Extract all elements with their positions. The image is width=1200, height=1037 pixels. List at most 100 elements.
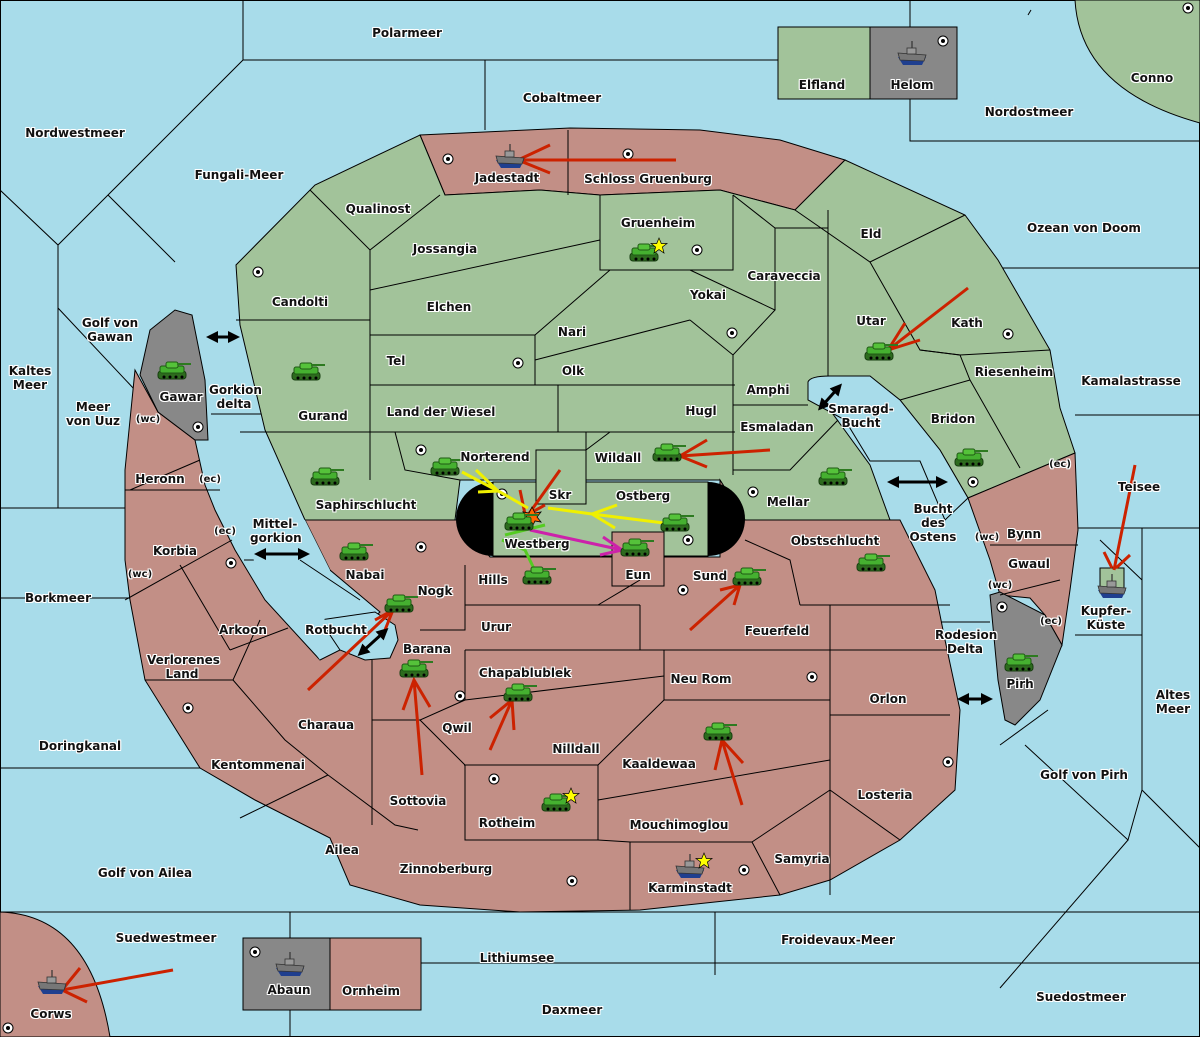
- territory-label[interactable]: Kupfer-Küste: [1080, 604, 1132, 632]
- territory-label[interactable]: Qualinost: [345, 202, 411, 216]
- territory-label[interactable]: Pirh: [1006, 677, 1034, 691]
- territory-label[interactable]: Westberg: [504, 537, 570, 551]
- sea-label[interactable]: Nordostmeer: [984, 105, 1074, 119]
- sea-label[interactable]: Golf von Pirh: [1040, 768, 1128, 782]
- territory-label[interactable]: Kath: [951, 316, 983, 330]
- sea-label[interactable]: Rotbucht: [305, 623, 367, 637]
- sea-label[interactable]: Polarmeer: [372, 26, 442, 40]
- territory-label[interactable]: Kentommenai: [211, 758, 305, 772]
- continent: [124, 127, 1079, 913]
- territory-label[interactable]: Riesenheim: [974, 365, 1054, 379]
- sea-label[interactable]: Golf von Gawan: [81, 316, 139, 344]
- territory-label[interactable]: Olk: [561, 364, 585, 378]
- sea-label[interactable]: Suedostmeer: [1036, 990, 1126, 1004]
- territory-label[interactable]: Candolti: [271, 295, 329, 309]
- territory-label[interactable]: Barana: [403, 642, 451, 656]
- territory-label[interactable]: Gurand: [298, 409, 348, 423]
- territory-label[interactable]: Corws: [30, 1007, 72, 1021]
- territory-label[interactable]: Jossangia: [412, 242, 478, 256]
- territory-label[interactable]: Caraveccia: [747, 269, 821, 283]
- territory-label[interactable]: Eld: [860, 227, 882, 241]
- sea-label[interactable]: Golf von Ailea: [97, 866, 193, 880]
- territory-label[interactable]: Yokai: [689, 288, 727, 302]
- territory-label[interactable]: Urur: [480, 620, 512, 634]
- territory-label[interactable]: Mouchimoglou: [629, 818, 729, 832]
- territory-label[interactable]: Amphi: [746, 383, 790, 397]
- territory-label[interactable]: Bridon: [930, 412, 976, 426]
- sea-label[interactable]: Ozean von Doom: [1027, 221, 1141, 235]
- territory-label[interactable]: Sund: [692, 569, 728, 583]
- territory-label[interactable]: Jadestadt: [474, 171, 540, 185]
- territory-label[interactable]: Elchen: [426, 300, 472, 314]
- territory-label[interactable]: Mellar: [766, 495, 810, 509]
- territory-label[interactable]: Saphirschlucht: [315, 498, 417, 512]
- territory-label[interactable]: Chapablublek: [478, 666, 572, 680]
- territory-label[interactable]: Losteria: [857, 788, 913, 802]
- sea-label[interactable]: Bucht des Ostens: [909, 502, 957, 544]
- sea-label[interactable]: Smaragd-Bucht: [828, 402, 894, 430]
- territory-label[interactable]: Wildall: [594, 451, 642, 465]
- territory-label[interactable]: Bynn: [1006, 527, 1042, 541]
- territory-label[interactable]: Abaun: [267, 983, 311, 997]
- sea-label[interactable]: Rodesion Delta: [935, 628, 998, 656]
- territory-label[interactable]: Zinnoberburg: [399, 862, 493, 876]
- territory-label[interactable]: Elfland: [798, 78, 846, 92]
- sea-label[interactable]: Borkmeer: [25, 591, 91, 605]
- sea-label[interactable]: Doringkanal: [38, 739, 122, 753]
- sea-label[interactable]: Mittel-gorkion: [250, 517, 302, 545]
- supply-center-icon: [942, 756, 954, 768]
- territory-label[interactable]: Hills: [478, 573, 508, 587]
- territory-label[interactable]: Nabai: [345, 568, 385, 582]
- sea-label[interactable]: Froidevaux-Meer: [781, 933, 895, 947]
- territory-label[interactable]: Qwil: [442, 721, 472, 735]
- supply-center-icon: [996, 601, 1008, 613]
- territory-label[interactable]: Norterend: [460, 450, 530, 464]
- territory-label[interactable]: Gruenheim: [620, 216, 696, 230]
- territory-label[interactable]: Nilldall: [552, 742, 600, 756]
- territory-label[interactable]: Neu Rom: [670, 672, 732, 686]
- sea-label[interactable]: Altes Meer: [1155, 688, 1191, 716]
- territory-label[interactable]: Karminstadt: [648, 881, 732, 895]
- territory-label[interactable]: Sottovia: [389, 794, 447, 808]
- territory-label[interactable]: Ailea: [325, 843, 359, 857]
- territory-label[interactable]: Ostberg: [615, 489, 671, 503]
- territory-label[interactable]: Nari: [557, 325, 587, 339]
- territory-label[interactable]: Kaaldewaa: [622, 757, 696, 771]
- territory-label[interactable]: Eun: [625, 568, 651, 582]
- territory-label[interactable]: Verlorenes Land: [147, 653, 220, 681]
- sea-label[interactable]: Lithiumsee: [479, 951, 555, 965]
- supply-center-icon: [1002, 328, 1014, 340]
- sea-label[interactable]: Kamalastrasse: [1081, 374, 1181, 388]
- territory-label[interactable]: Hugl: [685, 404, 717, 418]
- sea-label[interactable]: Gorkion delta: [209, 383, 262, 411]
- territory-label[interactable]: Tel: [386, 354, 406, 368]
- territory-label[interactable]: Gwaul: [1008, 557, 1050, 571]
- sea-label[interactable]: Kaltes Meer: [8, 364, 52, 392]
- territory-label[interactable]: Charaua: [297, 718, 355, 732]
- sea-label[interactable]: Meer von Uuz: [65, 400, 121, 428]
- sea-label[interactable]: Nordwestmeer: [25, 126, 125, 140]
- sea-label[interactable]: Fungali-Meer: [194, 168, 284, 182]
- sea-label[interactable]: Daxmeer: [541, 1003, 603, 1017]
- territory-label[interactable]: Gawar: [159, 390, 203, 404]
- territory-label[interactable]: Rotheim: [478, 816, 536, 830]
- sea-label[interactable]: Teisee: [1117, 480, 1161, 494]
- sea-label[interactable]: Cobaltmeer: [522, 91, 602, 105]
- territory-label[interactable]: Arkoon: [219, 623, 267, 637]
- territory-label[interactable]: Obstschlucht: [790, 534, 880, 548]
- territory-label[interactable]: Korbia: [152, 544, 198, 558]
- territory-label[interactable]: Skr: [548, 488, 572, 502]
- sea-label[interactable]: Suedwestmeer: [115, 931, 217, 945]
- territory-label[interactable]: Esmaladan: [740, 420, 814, 434]
- territory-label[interactable]: Schloss Gruenburg: [584, 172, 712, 186]
- territory-label[interactable]: Land der Wiesel: [386, 405, 496, 419]
- territory-label[interactable]: Utar: [856, 314, 886, 328]
- territory-label[interactable]: Conno: [1130, 71, 1174, 85]
- territory-label[interactable]: Feuerfeld: [744, 624, 810, 638]
- territory-label[interactable]: Heronn: [135, 472, 185, 486]
- territory-label[interactable]: Ornheim: [342, 984, 400, 998]
- territory-label[interactable]: Samyria: [774, 852, 830, 866]
- territory-label[interactable]: Helom: [890, 78, 934, 92]
- territory-label[interactable]: Orlon: [869, 692, 907, 706]
- territory-label[interactable]: Nogk: [417, 584, 453, 598]
